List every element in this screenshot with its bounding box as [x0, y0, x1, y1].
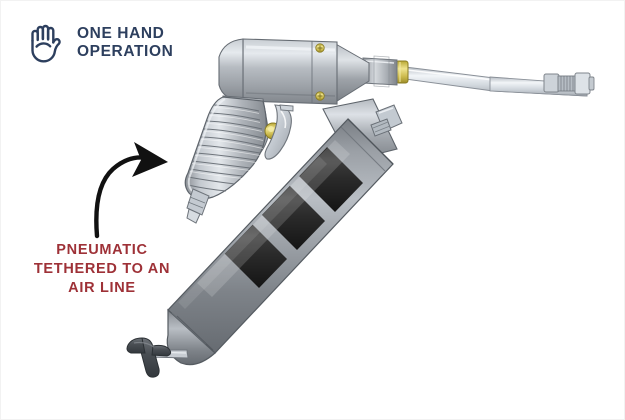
tube-band-1 — [291, 139, 363, 212]
open-hand-icon — [31, 24, 61, 63]
plunger-rod — [148, 349, 189, 359]
grease-tube — [166, 98, 399, 366]
air-inlet-fitting — [186, 188, 210, 224]
one-hand-operation-badge: ONE HAND OPERATION — [25, 21, 173, 65]
housing-screw-bottom — [315, 91, 325, 101]
trigger — [264, 104, 294, 160]
grip-throat — [214, 95, 270, 174]
pistol-grip — [184, 96, 267, 200]
tube-grip-bands — [177, 139, 399, 356]
outlet-neck — [362, 55, 398, 88]
pneumatic-caption: PNEUMATIC TETHERED TO AN AIR LINE — [33, 242, 171, 297]
tube-band-2 — [253, 177, 325, 250]
tube-band-3 — [215, 215, 287, 288]
bleeder-valve — [370, 104, 403, 137]
hydraulic-coupler — [543, 72, 595, 95]
motor-housing — [218, 38, 370, 105]
plunger-t-handle — [126, 337, 172, 378]
rigid-extension-pipe — [404, 66, 588, 97]
brass-collar — [395, 60, 409, 84]
housing-screw-top — [315, 43, 325, 53]
one-hand-operation-label: ONE HAND OPERATION — [77, 24, 174, 60]
trigger-pivot — [264, 122, 282, 140]
